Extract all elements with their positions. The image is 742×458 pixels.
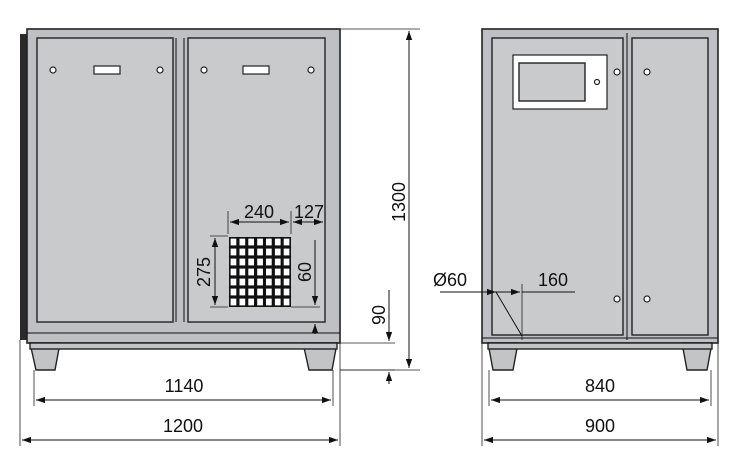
screw-icon	[200, 66, 208, 74]
grille-cell	[230, 238, 237, 246]
dim-label-275: 275	[194, 257, 214, 287]
grille-cell	[230, 278, 237, 286]
front-view	[20, 28, 341, 371]
grille-cell	[257, 278, 263, 286]
grille-cell	[230, 288, 237, 296]
grille-cell	[239, 248, 246, 256]
dim-label-160: 160	[538, 270, 568, 290]
grille-cell	[266, 268, 272, 276]
handle-icon	[242, 65, 270, 75]
grille-cell	[283, 298, 290, 306]
screw-icon	[613, 68, 621, 76]
grille-cell	[274, 268, 281, 276]
screw-icon	[643, 68, 651, 76]
grille-cell	[274, 248, 281, 256]
grille-cell	[274, 298, 281, 306]
grille-cell	[230, 268, 237, 276]
grille-cell	[248, 298, 254, 306]
grille-cell	[257, 258, 263, 266]
grille-cell	[230, 248, 237, 256]
grille-cell	[283, 258, 290, 266]
grille-cell	[230, 298, 237, 306]
dim-label-840: 840	[585, 376, 615, 396]
dim-label-1140: 1140	[165, 376, 204, 396]
dim-label-1200: 1200	[163, 416, 203, 436]
grille-cell	[239, 268, 246, 276]
grille-cell	[239, 288, 246, 296]
grille-cell	[257, 288, 263, 296]
screw-icon	[307, 66, 315, 74]
grille-cell	[266, 278, 272, 286]
grille-cell	[266, 248, 272, 256]
dim-label-240: 240	[244, 202, 274, 222]
side-door-right	[631, 37, 709, 336]
grille-cell	[248, 238, 254, 246]
grille-cell	[283, 268, 290, 276]
grille-cell	[257, 268, 263, 276]
grille-cell	[266, 298, 272, 306]
dim-label-127: 127	[294, 202, 324, 222]
grille-cell	[239, 258, 246, 266]
grille-cell	[257, 298, 263, 306]
grille-cell	[257, 248, 263, 256]
grille-cell	[274, 278, 281, 286]
grille-cell	[239, 278, 246, 286]
grille-cell	[266, 238, 272, 246]
grille-cell	[274, 288, 281, 296]
grille-cell	[274, 258, 281, 266]
grille-cell	[274, 238, 281, 246]
screw-icon	[49, 66, 57, 74]
grille-cell	[283, 238, 290, 246]
dim-label-90: 90	[369, 305, 389, 325]
side-view	[481, 28, 719, 371]
front-base	[29, 342, 338, 350]
side-dimensions: Ø60 160 840 900	[433, 270, 719, 446]
grille-cell	[266, 288, 272, 296]
side-base	[487, 342, 713, 350]
grille-cell	[248, 278, 254, 286]
dim-label-pipe-diameter: Ø60	[433, 270, 467, 290]
grille-cell	[230, 258, 237, 266]
dim-label-900: 900	[585, 416, 615, 436]
front-dimensions: 1300 90 1140 1200 240 127 275	[19, 28, 420, 446]
front-left-edge	[20, 34, 28, 340]
dim-label-1300: 1300	[389, 182, 409, 222]
grille-cell	[239, 238, 246, 246]
handle-icon	[93, 65, 121, 75]
grille-cell	[283, 288, 290, 296]
pipe-leader	[495, 291, 523, 337]
screw-icon	[156, 66, 164, 74]
grille-cell	[257, 238, 263, 246]
grille-cell	[248, 268, 254, 276]
grille-cell	[283, 278, 290, 286]
dim-label-60: 60	[295, 262, 315, 282]
display-screen	[518, 62, 586, 102]
screw-icon	[643, 295, 651, 303]
vent-grille	[229, 237, 291, 307]
grille-cell	[248, 288, 254, 296]
screw-icon	[613, 295, 621, 303]
grille-cell	[266, 258, 272, 266]
grille-cell	[248, 258, 254, 266]
button-icon	[593, 78, 601, 86]
grille-cell	[283, 248, 290, 256]
grille-cell	[248, 248, 254, 256]
front-left-door	[36, 37, 174, 323]
grille-cell	[239, 298, 246, 306]
